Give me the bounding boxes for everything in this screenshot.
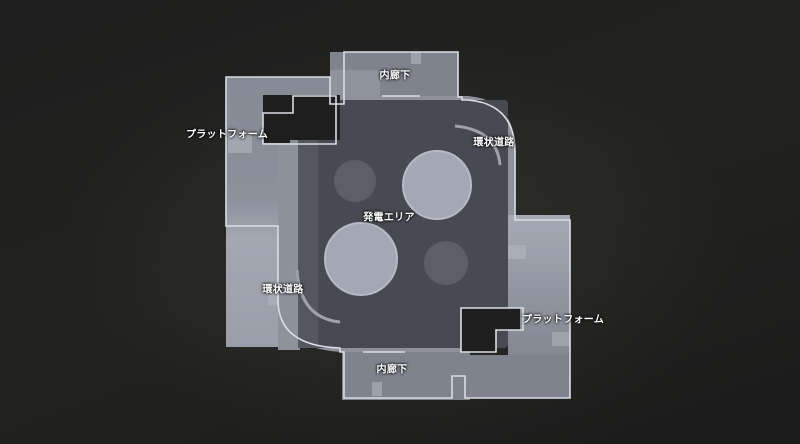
label-ring-road-top-right: 環状道路	[473, 137, 515, 149]
platform-right-area	[465, 215, 570, 398]
ring-rail-top-right	[454, 124, 502, 166]
label-platform-left: プラットフォーム	[185, 129, 269, 141]
label-generator-area: 発電エリア	[363, 212, 415, 224]
pillar-small-bottom	[424, 241, 468, 285]
label-platform-right: プラットフォーム	[521, 314, 605, 326]
pillar-small-top	[334, 160, 376, 202]
map-outline	[225, 51, 571, 399]
label-corridor-top: 内廊下	[379, 70, 411, 82]
corridor-bottom-area	[342, 352, 470, 400]
corridor-top-area	[330, 52, 458, 100]
label-corridor-bottom: 内廊下	[376, 364, 408, 376]
void-bottom-right	[461, 308, 520, 352]
label-ring-road-bottom-left: 環状道路	[262, 284, 304, 296]
pillar-large-top	[402, 150, 472, 220]
ring-rail-bottom-left	[295, 269, 341, 324]
pillar-large-bottom	[324, 222, 398, 296]
